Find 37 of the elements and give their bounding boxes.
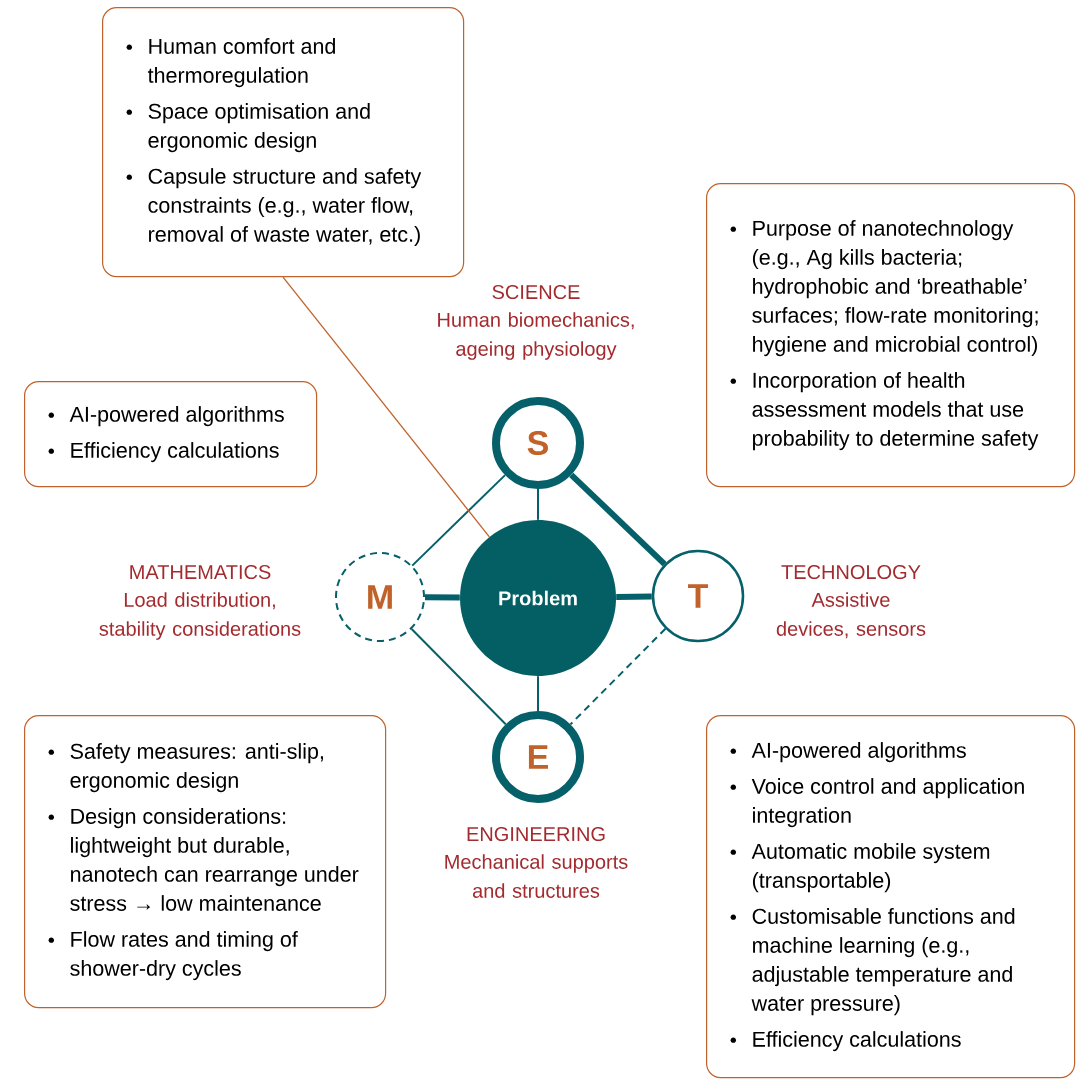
list-item: Customisable functions and machine learning (e.g., adjustable temperature and water pressure) <box>751 908 1015 1016</box>
list-item: AI-powered algorithms <box>751 742 966 763</box>
connector-line <box>537 675 539 712</box>
list-item: Human comfort and thermoregulation <box>147 38 335 88</box>
category-description: Load distribution, stability considerations <box>99 592 301 640</box>
text-box <box>706 183 1076 488</box>
connector-line <box>410 628 507 726</box>
text-box <box>24 381 318 488</box>
connector-line <box>537 488 539 521</box>
category-heading: SCIENCE <box>492 284 580 300</box>
list-item: Voice control and application integration <box>751 778 1024 828</box>
category-heading: TECHNOLOGY <box>781 564 921 580</box>
list-item: Incorporation of health assessment models that use probability to determine safety <box>752 372 1039 451</box>
connector-line <box>411 474 507 567</box>
text-box <box>706 715 1076 1079</box>
list-item: Safety measures: anti-slip, ergonomic design <box>70 743 323 793</box>
leader-line <box>282 276 490 538</box>
text-box <box>24 715 387 1009</box>
category-description: Assistive devices, sensors <box>776 592 926 639</box>
category-heading: MATHEMATICS <box>130 564 271 580</box>
connector-line <box>569 472 667 567</box>
list-item: Capsule structure and safety constraints (e.g., water flow, removal of waste water, etc.) <box>148 168 422 247</box>
list-item: Automatic mobile system (transportable) <box>751 843 990 893</box>
list-item: Flow rates and timing of shower-dry cycles <box>70 931 298 981</box>
text-box <box>102 7 465 278</box>
category-heading: ENGINEERING <box>467 826 605 842</box>
connector-line <box>569 627 667 726</box>
connector-line <box>616 593 652 601</box>
list-item: Design considerations: lightweight but durable, nanotech can rearrange under stress → low maintenance <box>70 808 359 911</box>
category-description: Human biomechanics, ageing physiology <box>438 312 634 360</box>
connector-line <box>425 594 460 601</box>
list-item: Efficiency calculations <box>71 442 279 463</box>
list-item: AI-powered algorithms <box>69 406 284 427</box>
list-item: Purpose of nanotechnology (e.g., Ag kills bacteria; hydrophobic and ‘breathable’ surfaces; flow-rate monitoring; hygiene and microbial control) <box>752 220 1038 357</box>
list-item: Efficiency calculations <box>753 1031 961 1052</box>
list-item: Space optimisation and ergonomic design <box>148 103 370 153</box>
category-description: Mechanical supports and structures <box>445 854 628 898</box>
